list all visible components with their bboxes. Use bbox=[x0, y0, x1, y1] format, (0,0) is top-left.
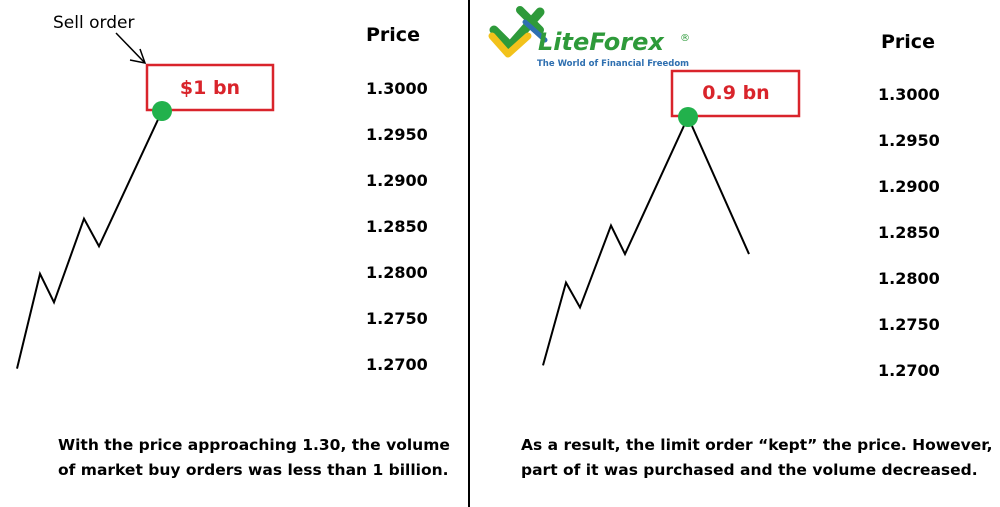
price-line bbox=[542, 114, 750, 366]
price-tick-label: 1.2850 bbox=[366, 217, 428, 236]
price-tick-label: 1.2750 bbox=[366, 309, 428, 328]
caption-line-2: part of it was purchased and the volume … bbox=[521, 461, 978, 479]
price-tick-label: 1.3000 bbox=[366, 79, 428, 98]
logo-mark-icon bbox=[488, 6, 548, 58]
logo-registered-mark: ® bbox=[680, 33, 690, 44]
caption-line-2: of market buy orders was less than 1 bil… bbox=[58, 461, 449, 479]
price-tick-labels: 1.3000 1.2950 1.2900 1.2850 1.2800 1.2750 1.27… bbox=[878, 85, 940, 380]
price-axis-title: Price bbox=[881, 31, 935, 53]
price-series bbox=[542, 107, 750, 366]
order-box-label: $1 bn bbox=[180, 77, 240, 99]
sell-order-annotation: Sell order bbox=[53, 13, 134, 33]
price-tick-label: 1.3000 bbox=[878, 85, 940, 104]
price-tick-label: 1.2800 bbox=[878, 269, 940, 288]
price-tick-labels: 1.3000 1.2950 1.2900 1.2850 1.2800 1.2750 1.27… bbox=[366, 79, 428, 374]
caption-line-1: As a result, the limit order “kept” the … bbox=[521, 436, 992, 454]
order-box bbox=[145, 63, 275, 112]
price-tick-label: 1.2850 bbox=[878, 223, 940, 242]
left-chart: Sell order $1 bn Price 1.3000 1.2950 1.290… bbox=[16, 13, 450, 479]
price-peak-marker bbox=[678, 107, 698, 127]
price-tick-label: 1.2950 bbox=[878, 131, 940, 150]
caption-line-1: With the price approaching 1.30, the vol… bbox=[58, 436, 450, 454]
logo-tagline: The World of Financial Freedom bbox=[537, 59, 689, 69]
right-chart: LiteForex ® The World of Financial Freed… bbox=[488, 6, 992, 479]
price-tick-label: 1.2950 bbox=[366, 125, 428, 144]
price-axis-title: Price bbox=[366, 24, 420, 46]
sell-order-arrow bbox=[115, 32, 147, 64]
price-line bbox=[16, 110, 163, 369]
price-tick-label: 1.2900 bbox=[366, 171, 428, 190]
price-tick-label: 1.2800 bbox=[366, 263, 428, 282]
price-tick-label: 1.2750 bbox=[878, 315, 940, 334]
price-series bbox=[16, 101, 172, 369]
price-tick-label: 1.2700 bbox=[878, 361, 940, 380]
liteforex-logo: LiteForex ® The World of Financial Freed… bbox=[488, 6, 690, 69]
price-peak-marker bbox=[152, 101, 172, 121]
price-tick-label: 1.2900 bbox=[878, 177, 940, 196]
price-tick-label: 1.2700 bbox=[366, 355, 428, 374]
order-box-label: 0.9 bn bbox=[702, 82, 769, 104]
logo-wordmark: LiteForex bbox=[538, 28, 665, 56]
